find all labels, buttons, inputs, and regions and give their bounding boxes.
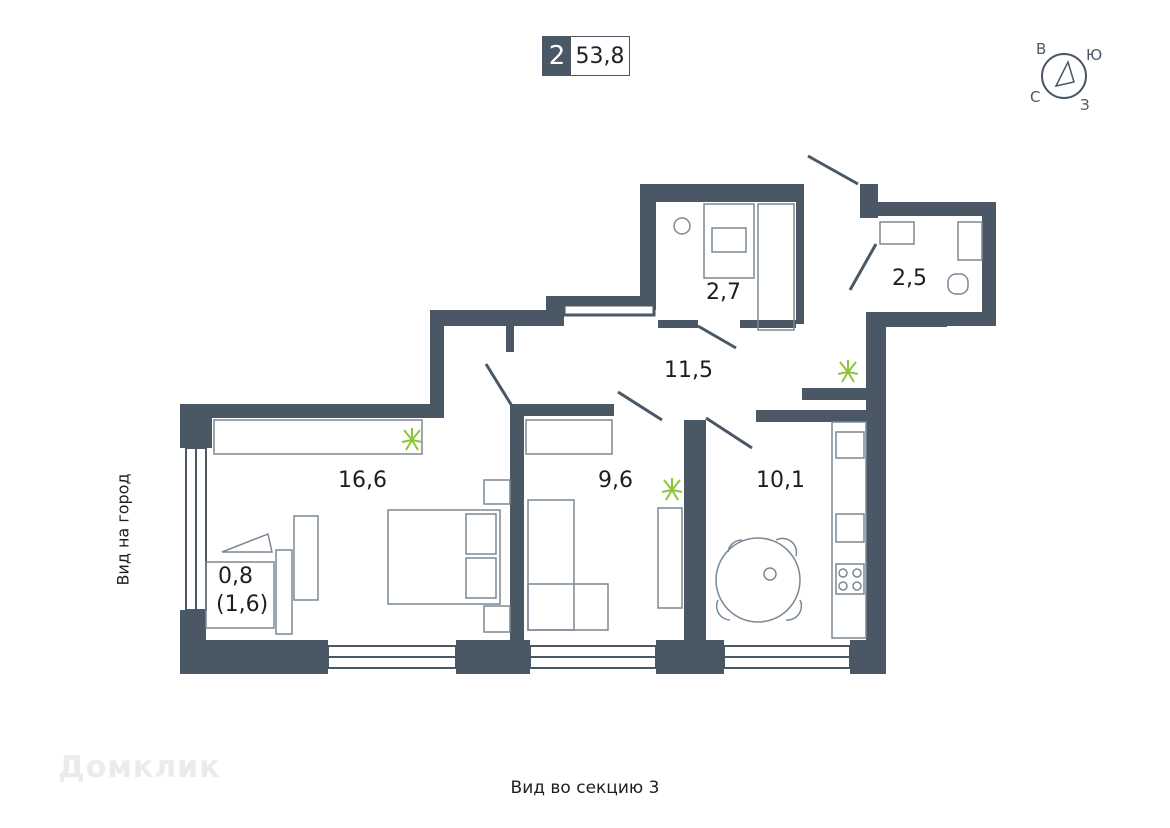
compass-north-label: С [1030, 88, 1041, 106]
compass-west-label: З [1080, 96, 1090, 114]
total-area: 53,8 [575, 43, 625, 69]
compass-icon [1041, 53, 1087, 99]
doors [484, 154, 878, 450]
view-left-label: Вид на город [113, 473, 133, 586]
room-area-room: 9,6 [598, 468, 633, 493]
walls [180, 184, 996, 674]
room-area-bathroom-2: 2,5 [892, 266, 927, 291]
rooms-count: 2 [543, 37, 571, 75]
plants [401, 360, 859, 501]
watermark-logo: Домклик [58, 750, 221, 785]
room-area-kitchen: 10,1 [756, 468, 805, 493]
compass-east-label: В [1036, 40, 1047, 58]
apartment-badge: 2 53,8 [542, 36, 630, 76]
room-area-balcony-full: (1,6) [216, 592, 269, 617]
furniture [205, 203, 983, 639]
compass-south-label: Ю [1086, 46, 1103, 64]
room-area-bedroom: 16,6 [338, 468, 387, 493]
view-bottom-label: Вид во секцию 3 [510, 778, 660, 798]
room-area-balcony: 0,8 [218, 564, 253, 589]
windows [185, 315, 947, 669]
room-area-bathroom-1: 2,7 [706, 280, 741, 305]
room-area-hallway: 11,5 [664, 358, 713, 383]
